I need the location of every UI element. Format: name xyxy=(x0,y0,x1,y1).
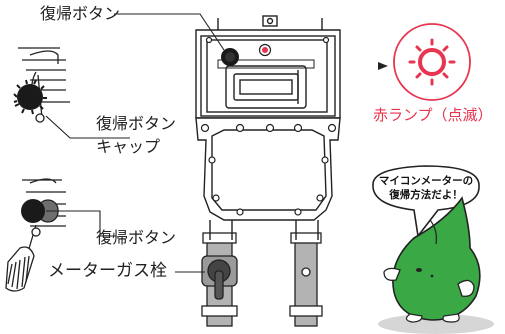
mascot-character xyxy=(378,196,494,334)
speech-bubble-text: マイコンメーターの 復帰方法だよ！ xyxy=(378,174,474,202)
red-lamp-icon xyxy=(378,23,471,101)
label-red-lamp: 赤ランプ（点滅） xyxy=(373,106,493,124)
speech-bubble-line2: 復帰方法だよ！ xyxy=(389,189,463,201)
speech-bubble-line1: マイコンメーターの xyxy=(378,175,474,187)
removed-cap-icon xyxy=(5,246,35,292)
leader-lines xyxy=(45,115,130,237)
label-reset-button-bottom: 復帰ボタン xyxy=(96,228,177,247)
cap-icon xyxy=(13,79,47,115)
reset-button-icon xyxy=(21,199,45,223)
reset-button-on-meter xyxy=(221,48,239,66)
meter-gas-valve xyxy=(201,255,238,300)
label-reset-button-top: 復帰ボタン xyxy=(40,4,121,23)
label-meter-gas-valve: メーターガス栓 xyxy=(48,261,167,281)
leader-reset-top xyxy=(114,13,225,51)
speech-bubble xyxy=(372,165,480,238)
label-reset-button-cap-line1: 復帰ボタン xyxy=(96,114,177,133)
label-reset-button-cap-line2: キャップ xyxy=(96,137,161,156)
red-lamp-on-meter xyxy=(258,43,272,57)
